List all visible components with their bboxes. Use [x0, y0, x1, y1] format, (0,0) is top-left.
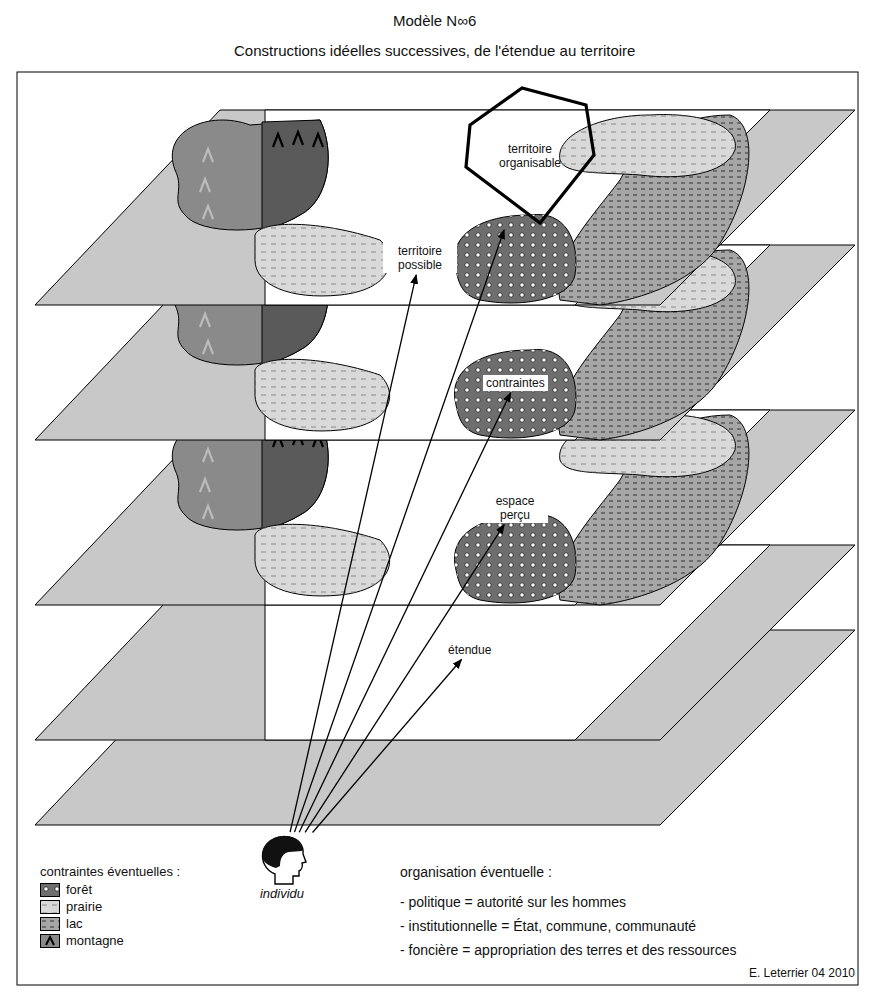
organisation-item: - foncière = appropriation des terres et…: [400, 942, 737, 958]
node-text: contraintes: [483, 375, 548, 391]
node-text: individu: [240, 886, 324, 902]
legend-text: lac: [66, 916, 83, 931]
mountain-mark: [200, 314, 210, 327]
legend-text: forêt: [66, 882, 92, 897]
lake-area: [558, 415, 748, 605]
mountain-mark: [200, 179, 210, 192]
individual: individu: [240, 834, 324, 902]
layer-label: étendue: [445, 642, 494, 658]
mountain-mark: [313, 134, 323, 147]
node-text: étendue: [445, 642, 494, 658]
swatch-texture: [41, 918, 59, 930]
prairie-area: [255, 524, 390, 596]
forest-area-texture: [454, 349, 575, 438]
legend-swatch: [40, 900, 60, 914]
legend-swatch: [40, 934, 60, 948]
swatch-texture: [41, 901, 59, 913]
legend-heading: contraintes éventuelles :: [40, 864, 180, 879]
perception-arrow: [299, 393, 510, 832]
swatch-texture: [41, 884, 59, 896]
plane: [35, 110, 855, 305]
swatch-texture: [41, 935, 59, 947]
perception-arrow: [313, 660, 462, 833]
mountain-mark: [203, 449, 213, 462]
layer-label: espace perçu: [482, 493, 548, 523]
forest-area: [454, 214, 575, 303]
layer-label: contraintes: [483, 375, 548, 391]
mountain-area: [172, 120, 328, 230]
mountain-mark: [203, 506, 213, 519]
mountain-mark: [273, 134, 283, 147]
head-profile: [263, 837, 307, 884]
perception-arrow: [305, 525, 504, 833]
forest-area: [454, 349, 575, 438]
perception-arrow: [290, 275, 416, 832]
perception-arrow: [294, 230, 504, 832]
frame: [17, 72, 858, 985]
legend-text: montagne: [66, 933, 124, 948]
lake-area-texture: [558, 115, 748, 305]
node-text: espace perçu: [482, 493, 548, 523]
title: Modèle N∞6: [393, 12, 476, 29]
node-text: territoire possible: [383, 243, 457, 273]
mountain-mark: [203, 341, 213, 354]
prairie-area: [255, 224, 390, 296]
prairie-area-texture: [255, 224, 390, 296]
mountain-high: [262, 120, 328, 229]
head-hair: [262, 836, 302, 868]
swatch-texture: [41, 918, 59, 930]
mountain-mark: [293, 132, 303, 145]
mountain-mark: [46, 937, 54, 945]
plane-ground: [35, 110, 855, 305]
node-text: territoire organisable: [489, 141, 571, 171]
forest-area: [454, 514, 575, 603]
organisation-heading: organisation éventuelle :: [400, 864, 552, 880]
organisation-item: - institutionnelle = État, commune, comm…: [400, 918, 696, 934]
prairie-area: [255, 359, 390, 431]
lake-area-texture: [558, 415, 748, 605]
subtitle: Constructions idéelles successives, de l…: [234, 42, 635, 59]
signature: E. Leterrier 04 2010: [749, 966, 855, 980]
mountain-mark: [203, 149, 213, 162]
swatch-texture: [41, 884, 59, 896]
mountain-mark: [200, 479, 210, 492]
legend-swatch: [40, 917, 60, 931]
forest-area-texture: [454, 514, 575, 603]
constraints: [172, 415, 749, 605]
organisable-territory-hexagon: territoire organisable: [460, 83, 600, 228]
head-icon: [255, 834, 309, 886]
mountain-mark: [203, 206, 213, 219]
forest-area-texture: [454, 214, 575, 303]
legend-swatch: [40, 883, 60, 897]
lake-area: [558, 115, 748, 305]
legend-text: prairie: [66, 899, 102, 914]
hexagon-outline: [466, 88, 594, 223]
constraints: [172, 115, 749, 305]
organisation-item: - politique = autorité sur les hommes: [400, 894, 626, 910]
layer-label: territoire possible: [383, 243, 457, 273]
swatch-texture: [41, 901, 59, 913]
planes: [35, 110, 855, 825]
prairie-area-texture: [255, 359, 390, 431]
prairie-area-texture: [255, 524, 390, 596]
